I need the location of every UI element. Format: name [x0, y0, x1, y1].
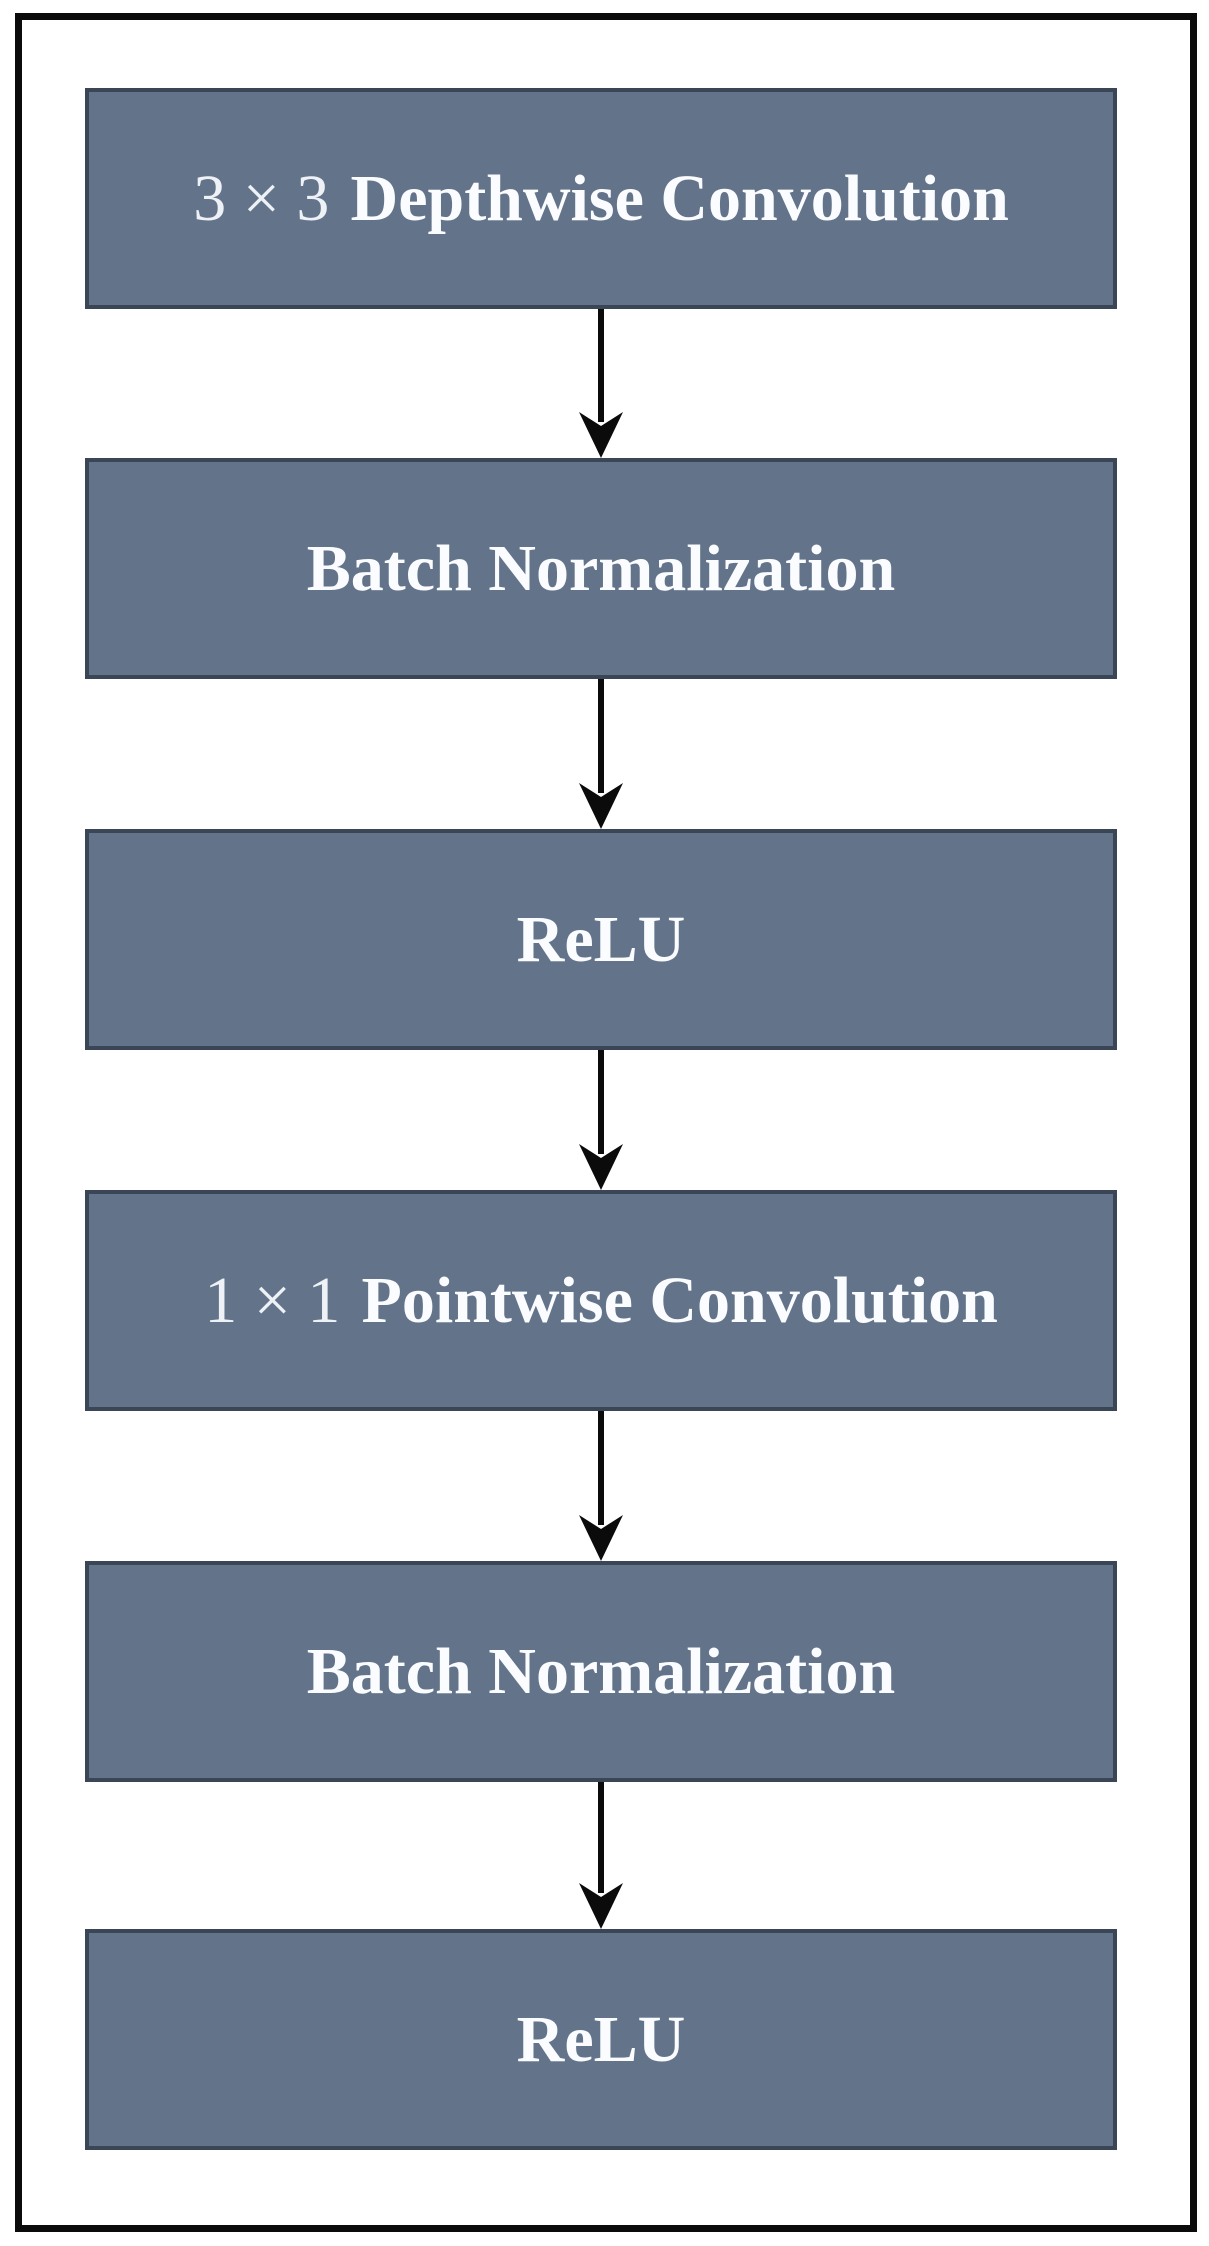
node-relu-2: ReLU — [85, 1929, 1117, 2150]
arrow-down-icon — [579, 1782, 623, 1929]
node-depthwise-convolution: 3 × 3 Depthwise Convolution — [85, 88, 1117, 309]
node-label: ReLU — [516, 902, 686, 976]
node-label: ReLU — [516, 2002, 686, 2076]
node-kernel-size: 1 × 1 — [204, 1263, 341, 1337]
arrow-down-icon — [579, 1050, 623, 1190]
node-batch-normalization-2: Batch Normalization — [85, 1561, 1117, 1782]
node-pointwise-convolution: 1 × 1 Pointwise Convolution — [85, 1190, 1117, 1411]
node-label: Batch Normalization — [306, 1634, 896, 1708]
arrow-down-icon — [579, 679, 623, 829]
node-label: Batch Normalization — [306, 531, 896, 605]
node-label: Depthwise Convolution — [350, 161, 1009, 235]
node-relu-1: ReLU — [85, 829, 1117, 1050]
node-kernel-size: 3 × 3 — [193, 161, 330, 235]
arrow-down-icon — [579, 1411, 623, 1561]
node-batch-normalization-1: Batch Normalization — [85, 458, 1117, 679]
arrow-down-icon — [579, 309, 623, 458]
node-label: Pointwise Convolution — [361, 1263, 998, 1337]
diagram-frame: 3 × 3 Depthwise Convolution Batch Normal… — [15, 13, 1197, 2232]
